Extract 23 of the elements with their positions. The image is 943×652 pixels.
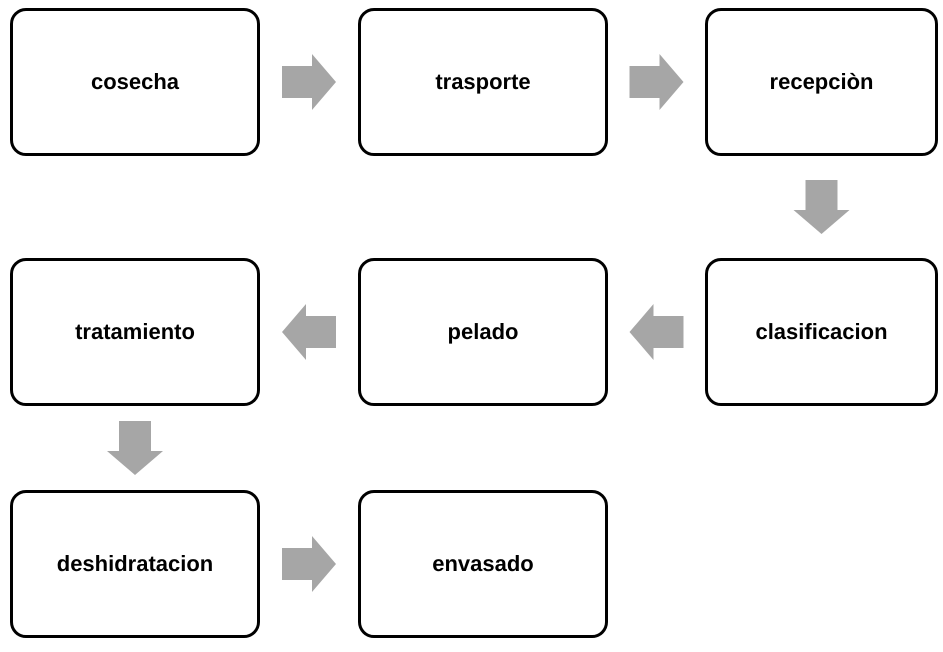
block-arrow	[794, 180, 850, 234]
step-label: pelado	[448, 319, 518, 345]
process-box	[10, 8, 260, 156]
step-label: envasado	[432, 551, 534, 577]
process-box	[705, 8, 938, 156]
step-label: recepciòn	[770, 69, 874, 95]
process-box	[358, 258, 608, 406]
step-label: tratamiento	[75, 319, 195, 345]
process-box	[10, 490, 260, 638]
process-box	[358, 8, 608, 156]
process-box	[358, 490, 608, 638]
block-arrow	[107, 421, 163, 475]
process-box	[10, 258, 260, 406]
process-box	[705, 258, 938, 406]
step-label: trasporte	[435, 69, 531, 95]
step-label: clasificacion	[755, 319, 888, 345]
block-arrow	[630, 54, 684, 110]
block-arrow	[282, 304, 336, 360]
block-arrow	[282, 536, 336, 592]
block-arrow	[282, 54, 336, 110]
step-label: cosecha	[90, 69, 180, 95]
block-arrow	[630, 304, 684, 360]
step-label: deshidratacion	[56, 551, 214, 577]
